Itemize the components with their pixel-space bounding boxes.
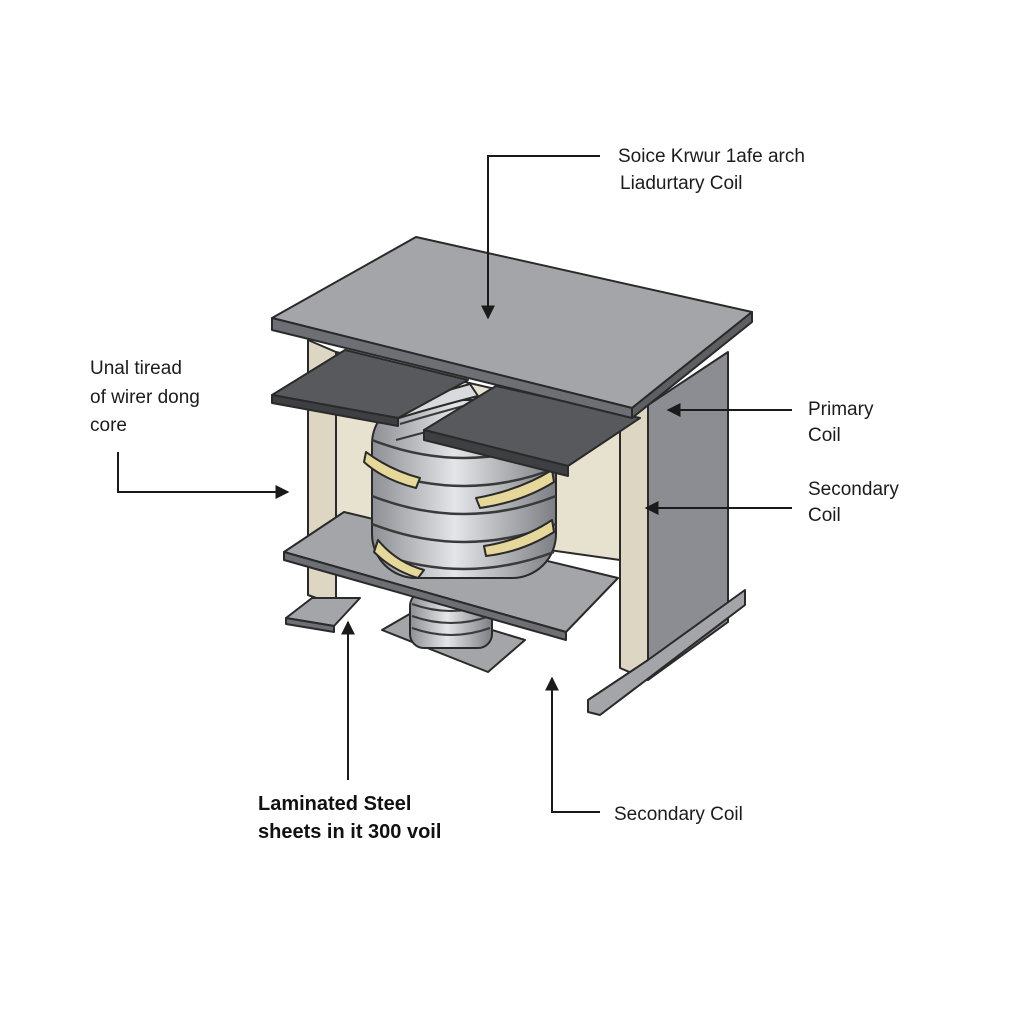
arrow-left-core [117, 452, 290, 499]
right-side-panel [647, 351, 729, 681]
top-label-line1: Soice Krwur 1afe arch [618, 146, 805, 167]
bottom-secondary-coil-label: Secondary Coil [614, 804, 743, 825]
laminated-steel-label-line2: sheets in it 300 voil [258, 821, 441, 843]
leader-arrows [117, 155, 792, 813]
arrow-top [481, 155, 600, 320]
primary-coil-label-line2: Coil [808, 425, 841, 446]
arrow-bottom-secondary [545, 676, 600, 813]
secondary-coil-label-line1: Secondary [808, 479, 899, 500]
left-label-line1: Unal tiread [90, 358, 182, 379]
transformer-core [271, 236, 753, 716]
primary-coil-label-line1: Primary [808, 399, 874, 420]
top-label-line2: Liadurtary Coil [620, 173, 743, 194]
left-label-line3: core [90, 415, 127, 436]
secondary-coil-label-line2: Coil [808, 505, 841, 526]
left-label-line2: of wirer dong [90, 387, 200, 408]
right-insulation-post [619, 404, 649, 681]
labels: Soice Krwur 1afe arch Liadurtary Coil Un… [90, 146, 899, 843]
laminated-steel-label-line1: Laminated Steel [258, 793, 411, 815]
right-foot [587, 589, 746, 716]
